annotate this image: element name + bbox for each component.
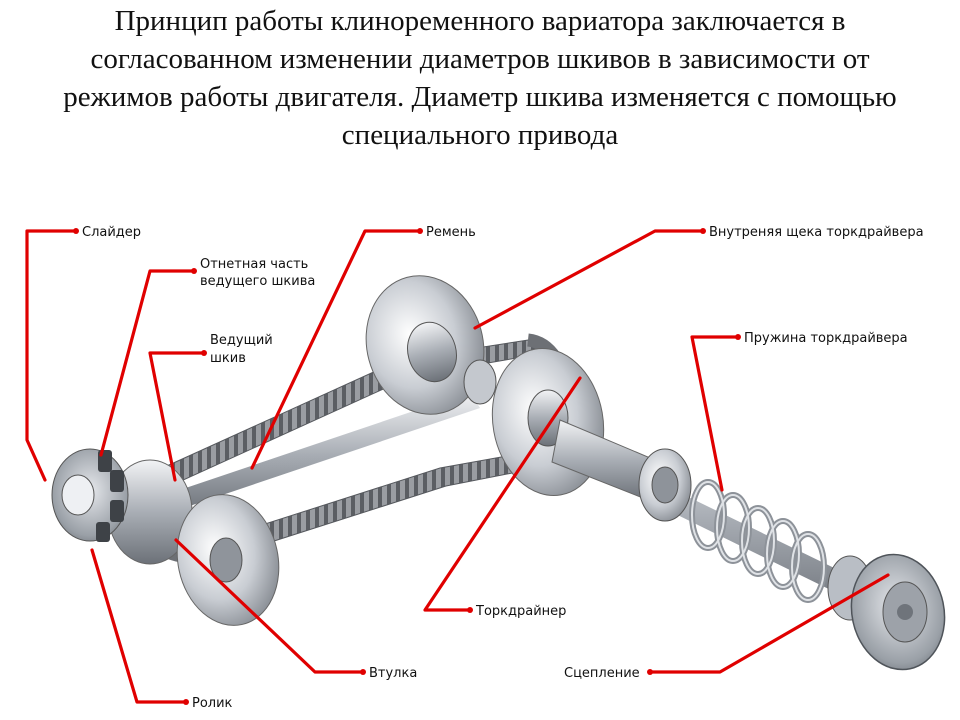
slider-assembly <box>51 448 129 542</box>
heading: Принцип работы клиноременного вариатора … <box>0 0 960 154</box>
label-torq-spring: Пружина торкдрайвера <box>744 331 908 346</box>
label-slider: Слайдер <box>82 225 141 240</box>
clutch <box>827 553 946 671</box>
drive-pulley <box>107 459 280 626</box>
label-bushing: Втулка <box>369 666 417 681</box>
label-torqdriver: Торкдрайнер <box>475 604 566 619</box>
torqdriver-sleeve <box>551 419 692 522</box>
callout-labels: Слайдер Отнетная часть ведущего шкива Ве… <box>82 225 924 711</box>
label-drive-pulley-2: шкив <box>210 351 246 366</box>
driven-pulley-back <box>365 275 497 415</box>
torq-inner-cheek <box>491 348 605 496</box>
label-drive-pulley-1: Ведущий <box>210 333 273 348</box>
heading-line-3: режимов работы двигателя. Диаметр шкива … <box>63 81 897 113</box>
heading-line-4: специального привода <box>341 119 619 151</box>
callout-lines <box>25 228 890 705</box>
mechanism-illustration <box>51 275 946 671</box>
heading-line-1: Принцип работы клиноременного вариатора … <box>114 5 846 37</box>
label-pulley-back-1: Отнетная часть <box>200 257 308 272</box>
label-clutch: Сцепление <box>564 666 640 681</box>
label-torq-inner-cheek: Внутреняя щека торкдрайвера <box>709 225 924 240</box>
heading-line-2: согласованном изменении диаметров шкивов… <box>90 43 870 75</box>
label-pulley-back-2: ведущего шкива <box>200 274 315 289</box>
label-belt: Ремень <box>426 225 476 240</box>
label-roller: Ролик <box>192 696 233 711</box>
